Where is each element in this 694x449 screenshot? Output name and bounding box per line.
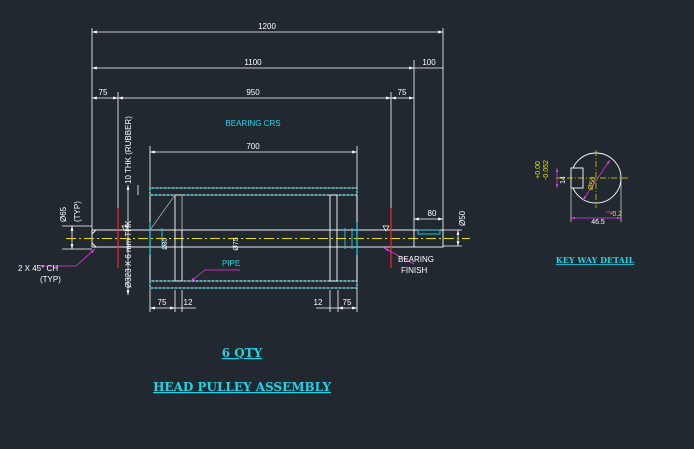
typ-bottom-label: (TYP): [40, 275, 61, 284]
dimension-lines: [62, 28, 462, 312]
leaders: [40, 247, 415, 283]
keyway-dia: Ø50: [587, 176, 597, 191]
qty-title: 6 QTY: [222, 346, 263, 360]
keyway-width: 14: [560, 176, 567, 184]
dim-bearing-span: 950: [246, 88, 260, 97]
pipe-label: PIPE: [222, 259, 240, 268]
finish-label: FINISH: [401, 266, 427, 275]
keyway-depth-tol: -0.2: [610, 211, 622, 218]
dim-pipe-spec: Ø323 X 6 mm THK: [124, 220, 133, 288]
pulley-drum: [149, 187, 358, 289]
dim-d75: Ø75: [233, 237, 240, 250]
chamfer-label: 2 X 45° CH: [18, 264, 58, 273]
keyway-tol-minus: -0.052: [543, 160, 550, 180]
bearing-markers: [117, 208, 392, 268]
dim-bearing-left: 75: [99, 88, 108, 97]
dim-end-right-a: 12: [314, 298, 323, 307]
keyway-detail: [555, 150, 630, 222]
dim-d50: Ø50: [458, 210, 467, 226]
dim-d80: Ø80: [163, 238, 169, 250]
dim-bearing-right: 75: [398, 88, 407, 97]
dim-d65: Ø65: [59, 206, 68, 222]
bearing-label: BEARING: [398, 255, 434, 264]
dim-end-right-b: 75: [343, 298, 352, 307]
main-title: HEAD PULLEY ASSEMBLY: [153, 380, 331, 394]
dim-overall: 1200: [258, 22, 276, 31]
dim-typ-top: (TYP): [73, 201, 82, 222]
dim-rubber: 10 THK (RUBBER): [124, 116, 133, 184]
dim-end-left-a: 75: [158, 298, 167, 307]
dim-shaft-right: 1100: [244, 58, 262, 67]
dim-extension: 100: [422, 58, 436, 67]
keyway-title: KEY WAY DETAIL: [556, 255, 635, 265]
keyway-tol-plus: +0.00: [535, 161, 542, 179]
keyway-depth: 46.5: [591, 219, 605, 226]
dim-end-left-b: 12: [184, 298, 193, 307]
dim-drum-width: 700: [246, 142, 260, 151]
dim-journal-len: 80: [428, 209, 437, 218]
bearing-crs-label: BEARING CRS: [225, 119, 280, 128]
